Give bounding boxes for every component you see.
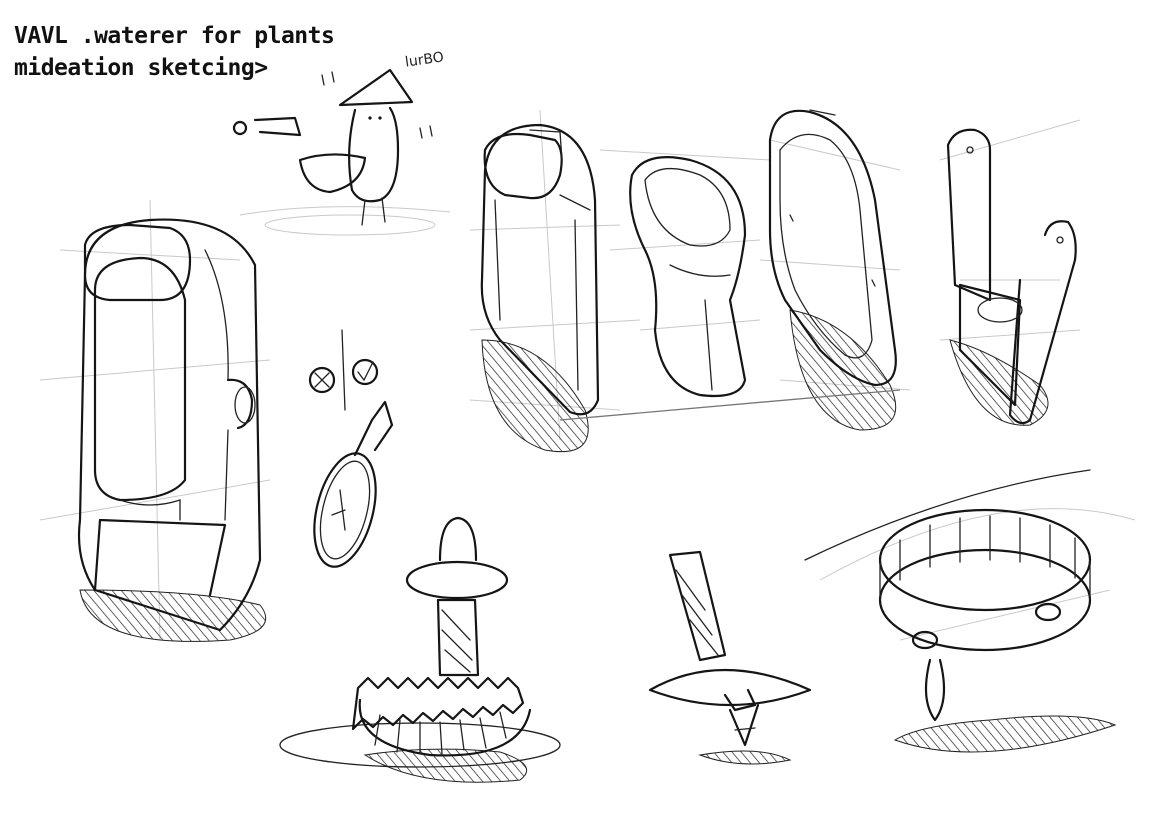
gear-spike-sketch bbox=[279, 516, 561, 783]
cone-stake-sketch bbox=[648, 550, 812, 765]
concept-4-sketch bbox=[939, 119, 1081, 426]
cross-icon bbox=[308, 366, 336, 394]
title-line-2: mideation sketcing> bbox=[14, 55, 268, 81]
evaluation-marks bbox=[308, 329, 379, 411]
concept-2-sketch bbox=[599, 149, 771, 398]
concept-3-sketch bbox=[759, 109, 911, 431]
waterer-main-sketch bbox=[39, 199, 271, 642]
title-line-1: VAVL .waterer for plants bbox=[14, 23, 335, 49]
concept-1-sketch bbox=[469, 109, 641, 453]
disc-cap-sketch bbox=[804, 469, 1136, 753]
oval-scoop-sketch bbox=[313, 400, 394, 568]
sheet-title: VAVL .waterer for plants mideation sketc… bbox=[14, 20, 335, 84]
mushroom-character-sketch bbox=[232, 68, 451, 236]
check-icon bbox=[351, 358, 379, 386]
